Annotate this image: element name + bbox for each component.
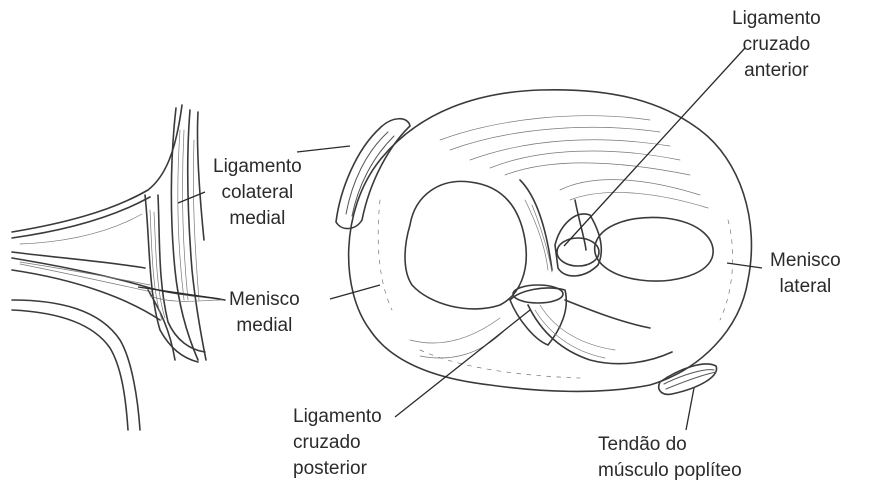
- label-ligamento-colateral-medial: Ligamento colateral medial: [213, 154, 302, 232]
- label-line: cruzado: [293, 430, 382, 456]
- leader-lines: [138, 48, 762, 430]
- label-line: músculo poplíteo: [598, 458, 742, 484]
- label-line: Ligamento: [213, 154, 302, 180]
- leader-menisco-lateral: [727, 263, 762, 268]
- leader-lcm-bursa: [297, 146, 350, 152]
- label-line: Tendão do: [598, 432, 742, 458]
- label-line: colateral: [213, 180, 302, 206]
- label-line: anterior: [732, 58, 821, 84]
- label-line: Ligamento: [732, 6, 821, 32]
- left-inset-drawing: [12, 105, 225, 430]
- label-line: Menisco: [770, 248, 841, 274]
- label-line: medial: [229, 313, 300, 339]
- leader-tendao: [686, 388, 694, 430]
- label-line: Ligamento: [293, 404, 382, 430]
- leader-lcp: [395, 310, 530, 417]
- label-line: medial: [213, 206, 302, 232]
- label-line: lateral: [770, 274, 841, 300]
- label-menisco-medial: Menisco medial: [229, 287, 300, 339]
- tibial-plateau-drawing: [336, 90, 751, 395]
- label-ligamento-cruzado-posterior: Ligamento cruzado posterior: [293, 404, 382, 482]
- label-line: posterior: [293, 456, 382, 482]
- label-line: Menisco: [229, 287, 300, 313]
- label-menisco-lateral: Menisco lateral: [770, 248, 841, 300]
- label-line: cruzado: [732, 32, 821, 58]
- label-ligamento-cruzado-anterior: Ligamento cruzado anterior: [732, 6, 821, 84]
- label-tendao-musculo-popliteo: Tendão do músculo poplíteo: [598, 432, 742, 484]
